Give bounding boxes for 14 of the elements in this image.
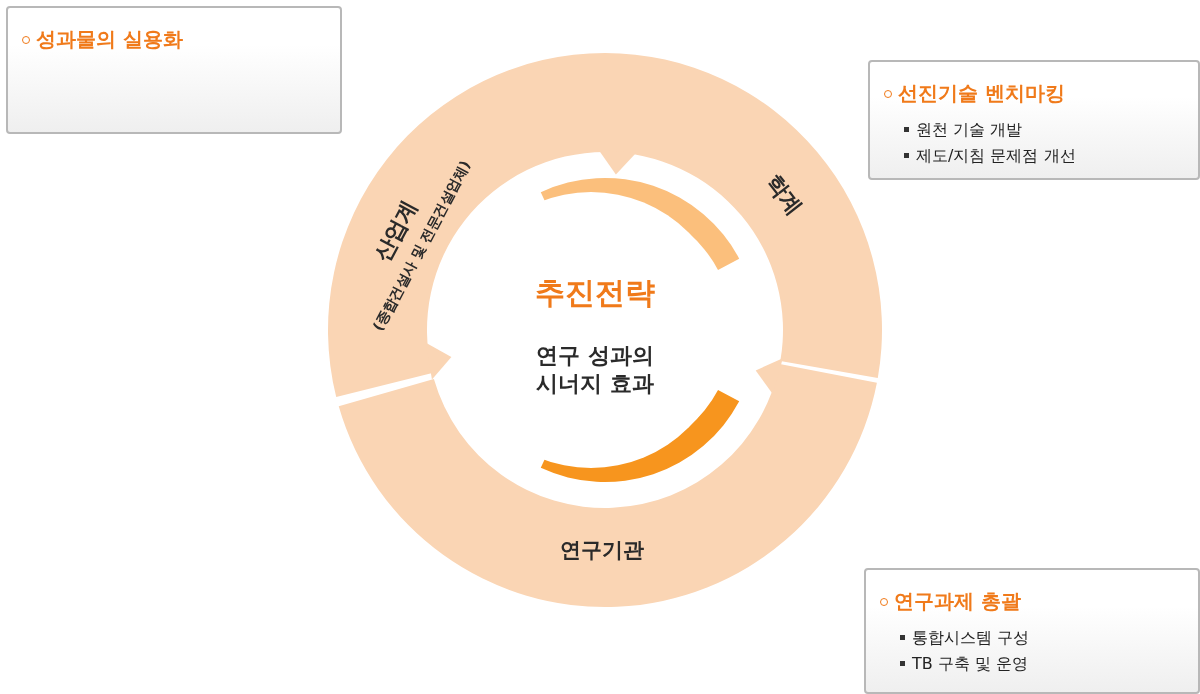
info-card (864, 568, 1200, 694)
segment-label: 학계 (760, 168, 809, 222)
bullet-item: 원천 기술 개발 (904, 120, 1023, 141)
hub-text: 연구 성과의 시너지 효과 (535, 341, 655, 399)
bullet-item: 통합시스템 구성 (900, 628, 1030, 649)
card-heading: 연구과제 총괄 (880, 588, 1021, 615)
card-heading: 선진기술 벤치마킹 (884, 80, 1065, 107)
segment-label: 연구기관 (560, 537, 644, 564)
info-card (868, 60, 1200, 180)
info-card (6, 6, 342, 134)
bullet-item: TB 구축 및 운영 (900, 654, 1028, 675)
hub-title: 추진전략 (534, 273, 656, 312)
card-heading: 성과물의 실용화 (22, 26, 183, 53)
bullet-item: 제도/지침 문제점 개선 (904, 146, 1076, 167)
